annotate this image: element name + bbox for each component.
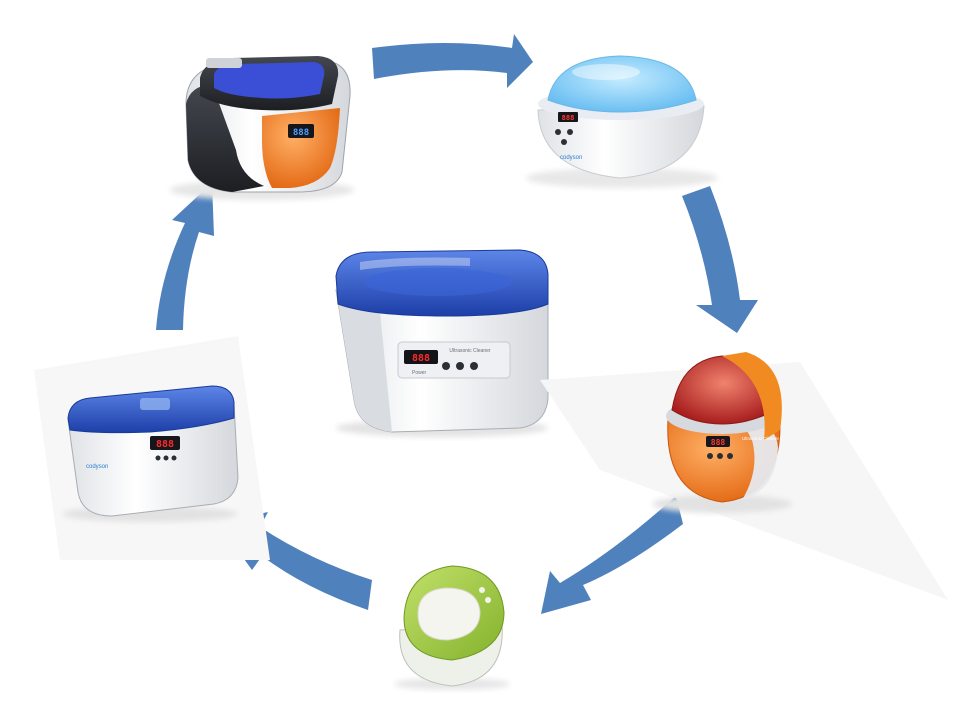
display-top-left <box>288 124 314 138</box>
display-top-right-text: 888 <box>562 114 575 122</box>
arrow-right-to-bottom <box>541 496 683 614</box>
brand-top-right: codyson <box>560 155 582 161</box>
cleaner-top-right: 888 codyson <box>526 55 718 188</box>
arrow-left-to-top-left <box>156 183 214 330</box>
display-right <box>706 436 730 447</box>
panel-center-button-label: Power <box>412 370 427 376</box>
cleaner-right: 888 Ultrasonic Cleaner <box>540 352 948 600</box>
lid-top-right <box>547 55 697 113</box>
cycle-arrows <box>156 34 758 614</box>
panel-top-left <box>262 108 340 188</box>
panel-right-label: Ultrasonic Cleaner <box>742 436 780 441</box>
display-center <box>404 350 438 364</box>
cleaner-bottom <box>394 565 510 690</box>
display-top-left-text: 888 <box>293 128 309 138</box>
cleaner-top-left: 888 <box>170 56 354 200</box>
display-left-text: 888 <box>156 439 174 450</box>
display-right-text: 888 <box>711 438 726 447</box>
display-top-right <box>558 112 578 122</box>
brand-left: codyson <box>86 464 108 470</box>
cleaner-left: 888 codyson <box>34 336 270 560</box>
display-left <box>150 436 180 450</box>
panel-center-label: Ultrasonic Cleaner <box>449 348 490 354</box>
display-center-text: 888 <box>412 353 430 364</box>
arrow-top-right-to-right <box>682 186 758 333</box>
cleaner-center: 888 Ultrasonic Cleaner Power <box>335 249 549 437</box>
arrow-top-left-to-top-right <box>372 34 533 88</box>
